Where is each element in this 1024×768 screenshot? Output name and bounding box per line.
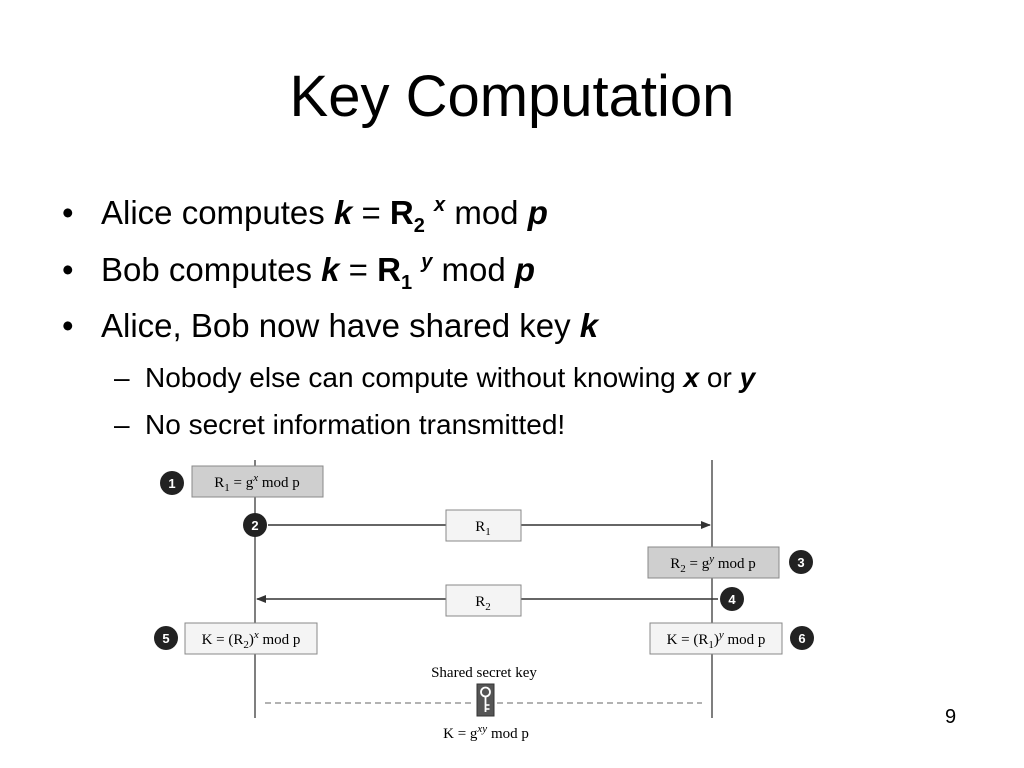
bullet-marker: • xyxy=(62,251,74,288)
step-number: 1 xyxy=(168,476,175,491)
message-r2-label: R2 xyxy=(475,594,491,613)
alice-public-value-box xyxy=(191,465,324,498)
step-number-badge xyxy=(720,587,744,611)
sub-bullet-text: No secret information transmitted! xyxy=(145,409,566,440)
shared-key-formula: K = gxy mod p xyxy=(443,723,529,742)
step-2: 2 R1 xyxy=(243,509,711,542)
bullet-text: Alice computes k = R2 x mod p xyxy=(101,194,548,237)
bullet-text: Alice, Bob now have shared key k xyxy=(101,307,599,344)
bullet-marker: • xyxy=(62,194,74,231)
step-3: R2 = gy mod p 3 xyxy=(647,546,813,579)
sub-bullet-marker: – xyxy=(114,409,130,440)
shared-secret-key: Shared secret key K = gxy mod p xyxy=(265,665,702,742)
step-number-badge xyxy=(160,471,184,495)
step-number-badge xyxy=(154,626,178,650)
step-number-badge xyxy=(243,513,267,537)
shared-secret-label: Shared secret key xyxy=(431,665,537,681)
alice-key-box xyxy=(184,622,318,655)
sub-bullet-text: Nobody else can compute without knowing … xyxy=(145,362,756,393)
step-6: K = (R1)y mod p 6 xyxy=(649,622,814,655)
step-number: 2 xyxy=(251,518,258,533)
bob-key-label: K = (R1)y mod p xyxy=(667,629,766,651)
key-icon xyxy=(476,683,495,717)
message-r1-label: R1 xyxy=(475,519,491,538)
step-4: R2 4 xyxy=(256,584,744,617)
bob-public-value-box xyxy=(647,546,780,579)
alice-key-label: K = (R2)x mod p xyxy=(202,629,301,651)
page-number: 9 xyxy=(945,706,957,728)
step-number: 3 xyxy=(797,555,804,570)
step-5: 5 K = (R2)x mod p xyxy=(154,622,318,655)
bob-public-value-label: R2 = gy mod p xyxy=(670,553,756,575)
step-number: 5 xyxy=(162,631,169,646)
bob-key-box xyxy=(649,622,783,655)
slide-title: Key Computation xyxy=(289,64,735,129)
sub-bullet-marker: – xyxy=(114,362,130,393)
bullet-marker: • xyxy=(62,307,74,344)
message-r1-box xyxy=(445,509,522,542)
step-number-badge xyxy=(789,550,813,574)
step-1: 1 R1 = gx mod p xyxy=(160,465,324,498)
alice-public-value-label: R1 = gx mod p xyxy=(214,472,300,494)
step-number-badge xyxy=(790,626,814,650)
bullet-text: Bob computes k = R1 y mod p xyxy=(101,251,536,294)
step-number: 6 xyxy=(798,631,805,646)
step-number: 4 xyxy=(728,592,736,607)
message-r2-box xyxy=(445,584,522,617)
